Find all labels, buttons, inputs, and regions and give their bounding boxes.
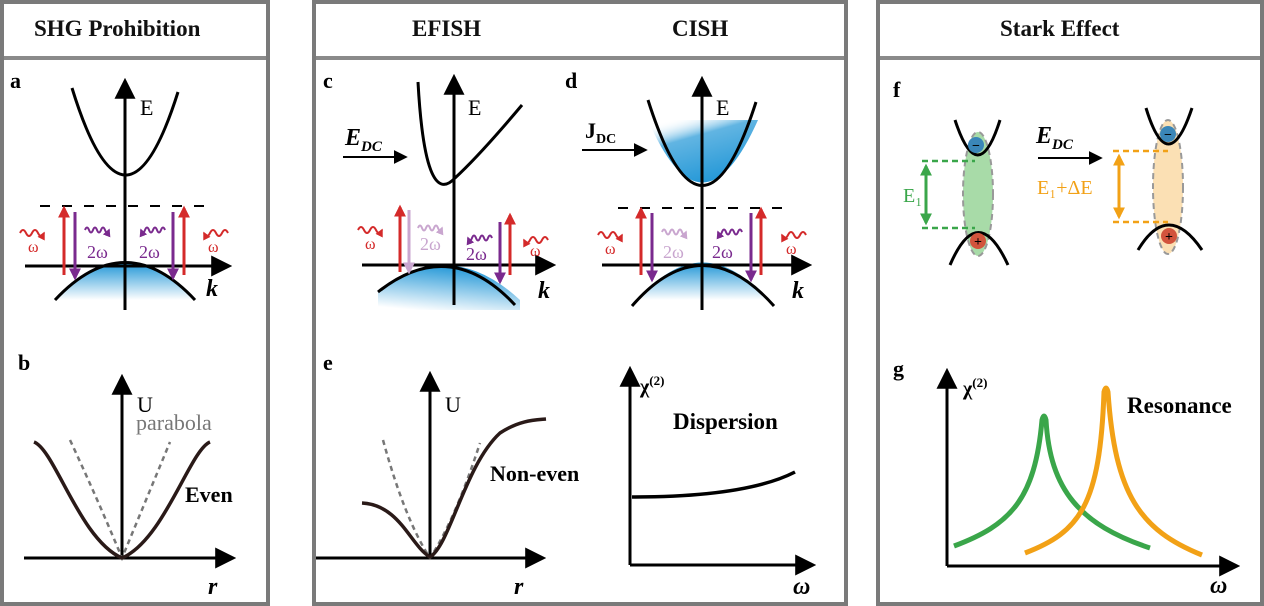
electron [968,137,984,153]
photon-omega-wave [19,229,45,241]
omega-axis-label: ω [1210,573,1227,599]
energy-axis-label: E [716,95,729,120]
subfig-d: d E k JDC ω ω 2ω 2ω [565,68,813,310]
r-axis-label: r [514,574,524,600]
even-label: Even [185,482,233,507]
potential-axis-label: U [137,392,153,417]
subfig-e: e U r Non-even [316,350,579,600]
panel-efish-cish: EFISH CISH [312,0,848,606]
resonance-curve-after [1024,385,1203,558]
non-even-label: Non-even [490,461,579,486]
subfig-f: f − + E₁ EDC − + E₁+ΔE [893,77,1204,266]
electron [1160,126,1176,142]
panel-title-efish: EFISH [412,16,482,41]
subfig-letter: g [893,356,904,381]
conduction-band [953,119,1002,157]
conduction-band [1144,107,1194,146]
parabola-label: parabola [136,410,212,435]
hole [1161,228,1177,244]
panel-header: SHG Prohibition [4,4,266,60]
parabola-curve [68,439,172,562]
k-axis-label: k [206,276,218,302]
panel-title-cish: CISH [672,16,729,41]
subfig-letter: a [10,68,21,93]
exciton-cloud-orange [1152,119,1184,255]
photon-omega-wave [203,229,229,241]
resonance-label: Resonance [1127,393,1232,418]
omega-label: ω [208,239,219,256]
resonance-curve-before [953,413,1151,551]
chi-axis-label: χ(2) [639,373,664,398]
panel-title: SHG Prohibition [34,16,201,41]
subfig-letter: e [323,350,333,375]
photon-2omega-wave-faded [661,228,688,240]
electron-sign: − [1164,128,1172,143]
valence-band [1136,223,1204,251]
subfig-g: g χ(2) Resonance ω [893,356,1241,599]
photon-omega-wave [781,231,807,243]
edc-label: EDC [344,125,383,155]
gap-after-label: E₁+ΔE [1037,177,1093,199]
two-omega-label: 2ω [420,234,441,254]
hole-sign: + [974,235,982,250]
non-even-potential-curve [361,417,547,560]
hole [970,233,986,249]
energy-axis-label: E [468,95,481,120]
two-omega-label: 2ω [712,242,733,262]
omega-label: ω [365,236,376,253]
k-axis-label: k [538,278,550,304]
photon-2omega-wave [716,228,743,240]
subfig-letter: f [893,77,901,102]
subfig-a: a E k ω ω 2ω 2ω [10,68,233,310]
photon-omega-wave [523,236,549,248]
panel-header: EFISH CISH [316,4,844,60]
subfig-letter: d [565,68,577,93]
chi-axis-label: χ(2) [962,375,987,400]
panel-title: Stark Effect [1000,16,1120,41]
omega-label: ω [28,239,39,256]
photon-2omega-wave [466,234,493,246]
energy-axis-label: E [140,95,153,120]
valence-band [948,231,1010,266]
k-axis-label: k [792,278,804,304]
subfig-b: b U parabola r Even [18,350,237,600]
omega-axis-label: ω [793,574,810,600]
subfig-e-dispersion: χ(2) Dispersion ω [619,365,817,600]
photon-2omega-wave-faded [417,224,444,236]
even-potential-curve [33,440,211,560]
photon-omega-wave [357,226,383,238]
edc-label: EDC [1035,123,1074,153]
panel-shg-prohibition: SHG Prohibition [0,0,270,606]
two-omega-label: 2ω [466,244,487,264]
two-omega-label: 2ω [139,242,160,262]
gap-before-label: E₁ [903,185,922,207]
subfig-letter: c [323,68,333,93]
electron-sign: − [972,139,980,154]
photon-2omega-wave [139,226,166,238]
photon-2omega-wave [84,226,111,238]
r-axis-label: r [208,574,218,600]
valence-band [377,264,517,307]
two-omega-label: 2ω [87,242,108,262]
panel-stark-effect: Stark Effect [876,0,1264,606]
exciton-cloud-green [962,131,994,257]
photon-omega-wave [597,231,623,243]
jdc-label: JDC [585,118,616,147]
subfig-c: c E k EDC ω ω 2ω 2ω [323,68,557,310]
two-omega-label: 2ω [663,242,684,262]
potential-axis-label: U [445,392,461,417]
hole-sign: + [1165,230,1173,245]
omega-label: ω [605,241,616,258]
dispersion-curve [631,470,796,499]
subfig-letter: b [18,350,30,375]
omega-label: ω [530,243,541,260]
dispersion-label: Dispersion [673,409,778,434]
omega-label: ω [786,241,797,258]
valence-band-fill [378,265,520,310]
panel-header: Stark Effect [880,4,1260,60]
